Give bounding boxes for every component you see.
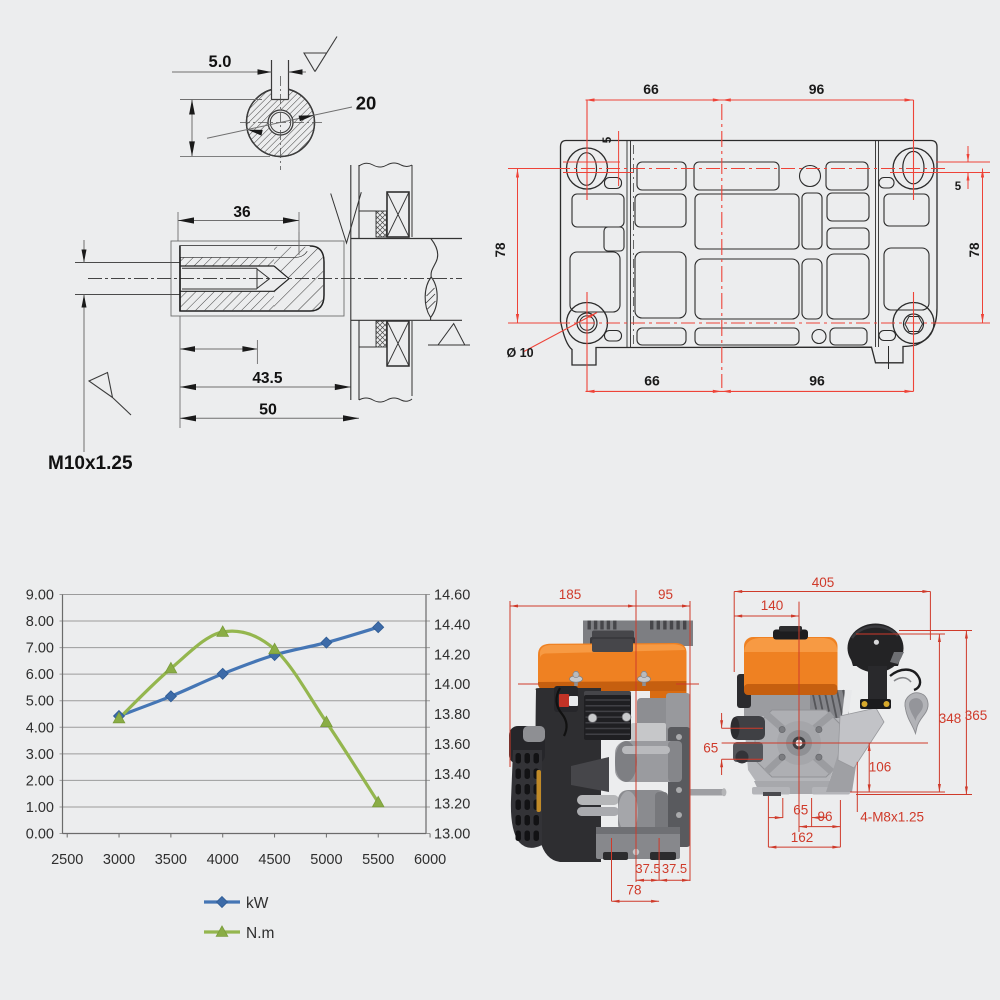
svg-text:140: 140 [761, 598, 784, 613]
svg-text:6.00: 6.00 [26, 667, 54, 683]
svg-text:36: 36 [233, 204, 251, 221]
svg-text:5: 5 [955, 181, 962, 193]
svg-text:5: 5 [602, 136, 614, 143]
svg-text:95: 95 [658, 587, 673, 602]
svg-text:7.00: 7.00 [26, 641, 54, 657]
svg-text:20: 20 [356, 93, 377, 114]
svg-text:66: 66 [644, 373, 660, 389]
svg-text:N.m: N.m [246, 925, 274, 942]
svg-text:9.00: 9.00 [26, 588, 54, 604]
svg-text:4500: 4500 [258, 852, 290, 868]
svg-text:13.80: 13.80 [434, 707, 470, 723]
svg-text:3.00: 3.00 [26, 747, 54, 763]
svg-text:365: 365 [965, 708, 988, 723]
svg-text:37.5: 37.5 [662, 861, 687, 876]
svg-text:8.00: 8.00 [26, 614, 54, 630]
svg-text:78: 78 [626, 883, 641, 898]
svg-text:4-M8x1.25: 4-M8x1.25 [860, 810, 924, 825]
svg-text:14.60: 14.60 [434, 588, 470, 604]
svg-text:13.00: 13.00 [434, 827, 470, 843]
svg-text:96: 96 [809, 373, 825, 389]
svg-text:Ø 10: Ø 10 [506, 346, 533, 360]
svg-text:14.20: 14.20 [434, 647, 470, 663]
svg-text:348: 348 [939, 711, 962, 726]
svg-text:65: 65 [703, 741, 718, 756]
svg-text:0.00: 0.00 [26, 827, 54, 843]
svg-text:6000: 6000 [414, 852, 446, 868]
svg-text:M10x1.25: M10x1.25 [48, 453, 133, 474]
svg-text:5.00: 5.00 [26, 694, 54, 710]
svg-text:96: 96 [817, 809, 832, 824]
svg-text:5000: 5000 [310, 852, 342, 868]
svg-text:66: 66 [643, 81, 659, 97]
svg-text:78: 78 [493, 242, 508, 258]
svg-text:14.40: 14.40 [434, 617, 470, 633]
svg-text:2.00: 2.00 [26, 773, 54, 789]
svg-text:4000: 4000 [207, 852, 239, 868]
svg-text:78: 78 [967, 242, 982, 258]
svg-text:405: 405 [812, 575, 835, 590]
svg-text:96: 96 [809, 81, 825, 97]
svg-text:2500: 2500 [51, 852, 83, 868]
svg-text:4.00: 4.00 [26, 720, 54, 736]
svg-text:50: 50 [259, 402, 277, 419]
svg-text:13.60: 13.60 [434, 737, 470, 753]
svg-text:37.5: 37.5 [635, 861, 660, 876]
svg-text:106: 106 [869, 760, 892, 775]
svg-text:5500: 5500 [362, 852, 394, 868]
svg-text:kW: kW [246, 895, 269, 912]
svg-text:5.0: 5.0 [209, 53, 232, 71]
svg-text:43.5: 43.5 [252, 370, 283, 387]
svg-text:65: 65 [793, 803, 808, 818]
svg-text:1.00: 1.00 [26, 800, 54, 816]
svg-text:185: 185 [559, 587, 582, 602]
svg-text:13.20: 13.20 [434, 797, 470, 813]
svg-text:162: 162 [791, 830, 814, 845]
svg-text:3000: 3000 [103, 852, 135, 868]
svg-text:3500: 3500 [155, 852, 187, 868]
svg-text:13.40: 13.40 [434, 767, 470, 783]
svg-text:14.00: 14.00 [434, 677, 470, 693]
